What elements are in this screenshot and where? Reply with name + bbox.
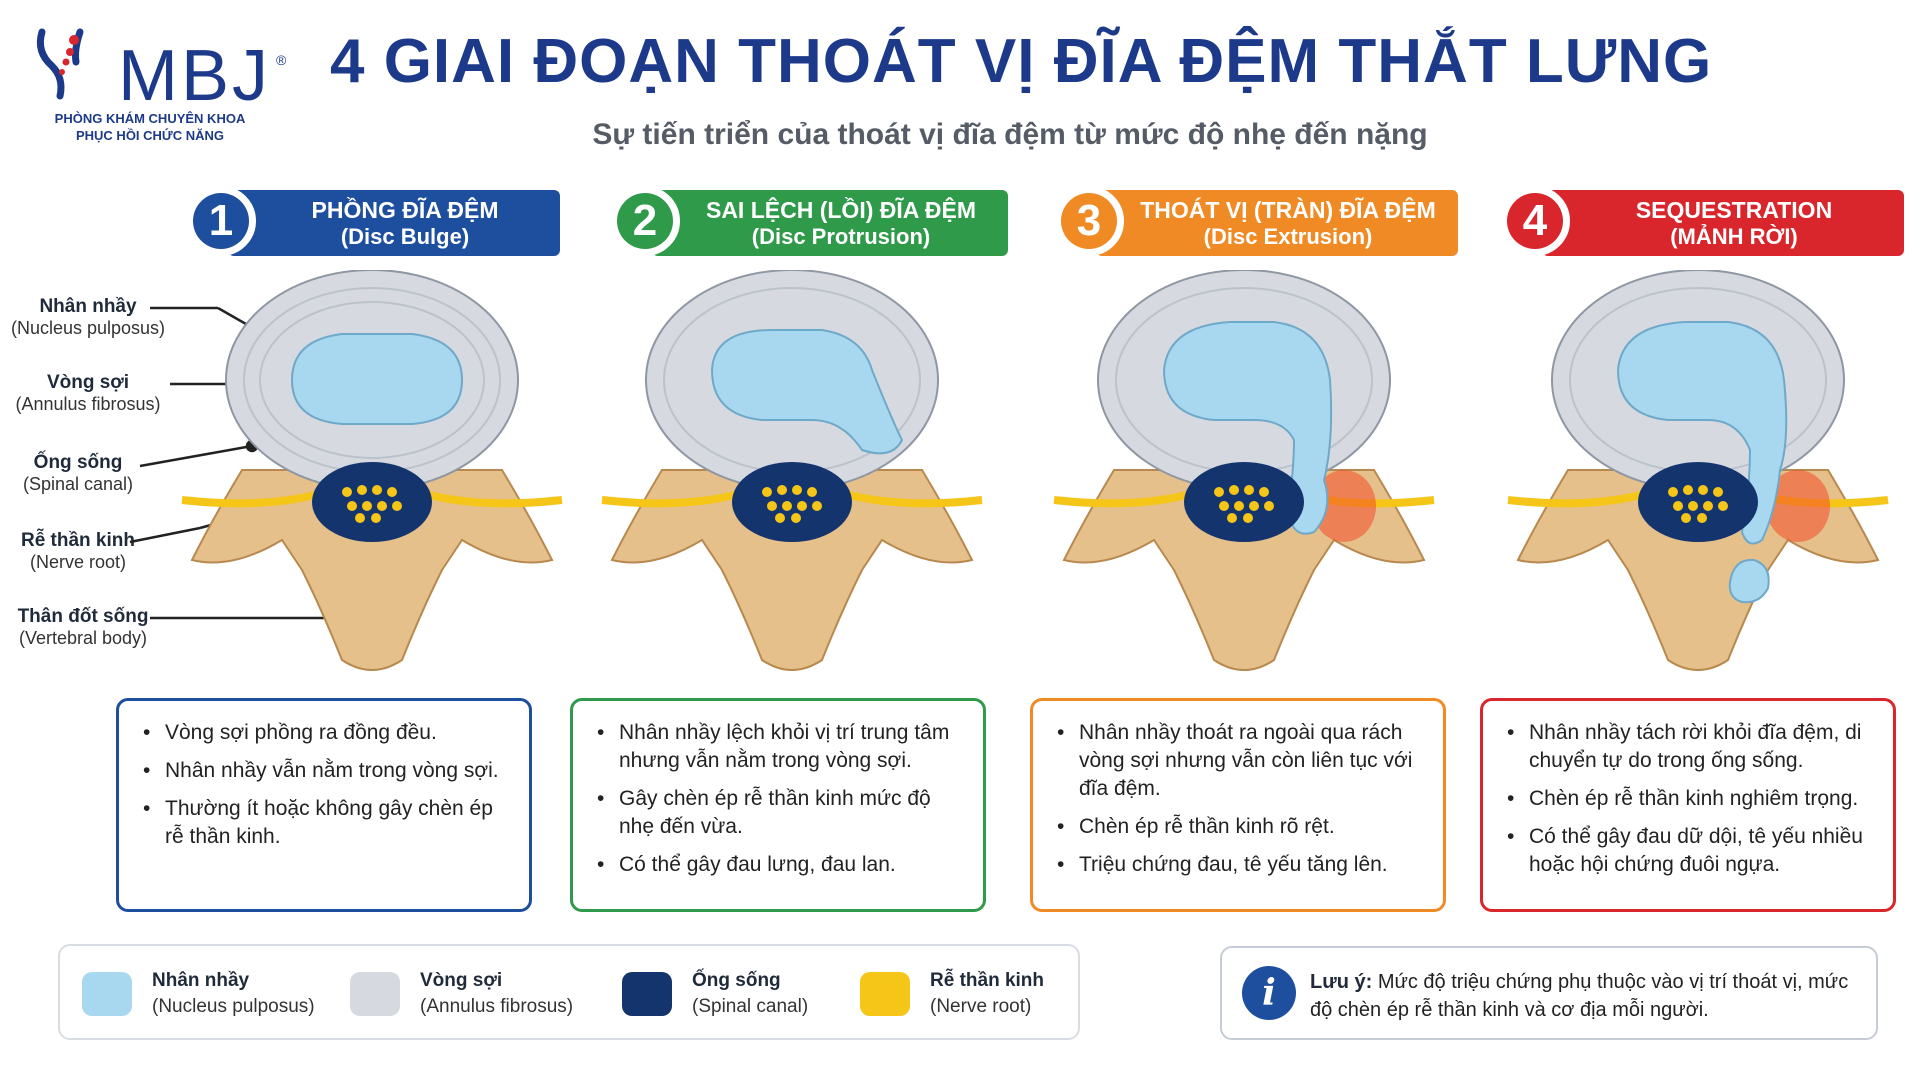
info-icon: i: [1242, 966, 1296, 1020]
page-subtitle: Sự tiến triển của thoát vị đĩa đệm từ mứ…: [592, 118, 1428, 151]
stage-3-bullet: Chèn ép rễ thần kinh rõ rệt.: [1055, 813, 1421, 841]
stage-4-disc-figure: [1498, 269, 1918, 690]
stage-4-name: SEQUESTRATION: [1635, 197, 1833, 223]
label-spinal-canal: Ống sống (Spinal canal): [22, 452, 134, 494]
logo-registered-mark: ®: [276, 52, 287, 68]
stage-4-name-en: (MẢNH RỜI): [1670, 224, 1798, 249]
legend-swatch-annulus: [350, 972, 400, 1016]
clinic-logo: MBJ ® PHÒNG KHÁM CHUYÊN KHOA PHỤC HỒI CH…: [30, 22, 286, 152]
stage-3-bullet: Triệu chứng đau, tê yếu tăng lên.: [1055, 851, 1421, 879]
note-text: Lưu ý: Mức độ triệu chứng phụ thuộc vào …: [1310, 968, 1870, 1024]
free-fragment: [1728, 558, 1770, 604]
stage-2-bullet: Gây chèn ép rễ thần kinh mức độ nhẹ đến …: [595, 785, 961, 841]
stage-1-bullet: Nhân nhầy vẫn nằm trong vòng sợi.: [141, 757, 507, 785]
stage-3-bullet: Nhân nhầy thoát ra ngoài qua rách vòng s…: [1055, 719, 1421, 803]
stage-2-name: SAI LỆCH (LỒI) ĐĨA ĐỆM: [705, 197, 977, 223]
stage-1-name-en: (Disc Bulge): [340, 224, 470, 249]
stage-3-title-bar: THOÁT VỊ (TRÀN) ĐĨA ĐỆM (Disc Extrusion): [1096, 190, 1458, 256]
stage-4-description: Nhân nhầy tách rời khỏi đĩa đệm, di chuy…: [1480, 698, 1896, 912]
stage-2-bullet: Nhân nhầy lệch khỏi vị trí trung tâm như…: [595, 719, 961, 775]
legend-swatch-nerve: [860, 972, 910, 1016]
stage-3-number: 3: [1076, 196, 1102, 245]
note-box: i Lưu ý: Mức độ triệu chứng phụ thuộc và…: [1220, 946, 1878, 1040]
logo-wordmark: MBJ: [118, 36, 271, 116]
stage-4-title-bar: SEQUESTRATION (MẢNH RỜI): [1542, 190, 1904, 256]
spine-logo-icon: [36, 28, 84, 100]
stage-4-bullet: Nhân nhầy tách rời khỏi đĩa đệm, di chuy…: [1505, 719, 1871, 775]
legend-swatch-nucleus: [82, 972, 132, 1016]
stage-2-name-en: (Disc Protrusion): [751, 224, 931, 249]
color-legend: Nhân nhầy(Nucleus pulposus) Vòng sợi(Ann…: [58, 944, 1080, 1040]
label-vertebral-body: Thân đốt sống (Vertebral body): [17, 606, 149, 648]
stage-3-description: Nhân nhầy thoát ra ngoài qua rách vòng s…: [1030, 698, 1446, 912]
stage-1-disc-figure: [172, 269, 592, 690]
stage-2-number-badge: 2: [610, 186, 680, 256]
note-body: Mức độ triệu chứng phụ thuộc vào vị trí …: [1310, 971, 1849, 1021]
page-title: 4 GIAI ĐOẠN THOÁT VỊ ĐĨA ĐỆM THẮT LƯNG: [330, 27, 1713, 96]
stage-2-description: Nhân nhầy lệch khỏi vị trí trung tâm như…: [570, 698, 986, 912]
stage-3-disc-figure: [1044, 269, 1464, 690]
logo-subtitle: PHÒNG KHÁM CHUYÊN KHOA PHỤC HỒI CHỨC NĂN…: [30, 110, 270, 144]
stage-1-title-bar: PHỒNG ĐĨA ĐỆM (Disc Bulge): [228, 190, 560, 256]
stage-2-disc-figure: [592, 269, 1012, 690]
label-nerve-root: Rễ thần kinh (Nerve root): [20, 530, 135, 572]
stage-1-bullet: Vòng sợi phồng ra đồng đều.: [141, 719, 507, 747]
logo-line-1: PHÒNG KHÁM CHUYÊN KHOA: [54, 111, 246, 126]
stage-1-number-badge: 1: [186, 186, 256, 256]
stage-2-bullet: Có thể gây đau lưng, đau lan.: [595, 851, 961, 879]
stage-3-number-badge: 3: [1054, 186, 1124, 256]
stage-4-number-badge: 4: [1500, 186, 1570, 256]
label-nucleus: Nhân nhầy (Nucleus pulposus): [10, 296, 166, 338]
stage-2-title-bar: SAI LỆCH (LỒI) ĐĨA ĐỆM (Disc Protrusion): [652, 190, 1008, 256]
stage-1-name: PHỒNG ĐĨA ĐỆM: [311, 197, 499, 223]
stage-4-bullet: Chèn ép rễ thần kinh nghiêm trọng.: [1505, 785, 1871, 813]
stage-3-name: THOÁT VỊ (TRÀN) ĐĨA ĐỆM: [1140, 197, 1436, 223]
logo-line-2: PHỤC HỒI CHỨC NĂNG: [75, 128, 224, 143]
stage-1-number: 1: [208, 196, 234, 245]
note-label: Lưu ý:: [1310, 971, 1373, 993]
stage-4-bullet: Có thể gây đau dữ dội, tê yếu nhiều hoặc…: [1505, 823, 1871, 879]
stage-3-name-en: (Disc Extrusion): [1203, 224, 1373, 249]
legend-swatch-canal: [622, 972, 672, 1016]
stage-1-bullet: Thường ít hoặc không gây chèn ép rễ thần…: [141, 795, 507, 851]
label-annulus: Vòng sợi (Annulus fibrosus): [15, 372, 161, 414]
stage-1-description: Vòng sợi phồng ra đồng đều. Nhân nhầy vẫ…: [116, 698, 532, 912]
stage-2-number: 2: [632, 196, 658, 245]
stage-4-number: 4: [1522, 196, 1548, 245]
